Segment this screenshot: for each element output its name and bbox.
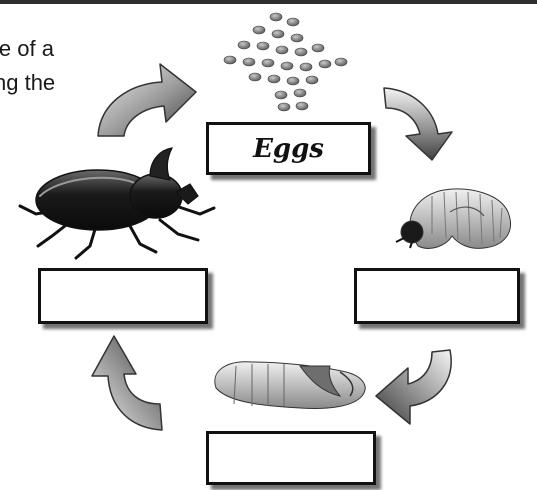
arrow-larva-to-pupa xyxy=(376,350,451,424)
larva-label-box[interactable] xyxy=(354,268,520,324)
egg-cluster-illustration xyxy=(224,13,347,111)
eggs-label-box: Eggs xyxy=(206,122,371,175)
pupa-label-box[interactable] xyxy=(206,431,376,485)
larva-illustration xyxy=(396,189,511,248)
arrow-adult-to-eggs xyxy=(98,64,196,136)
arrow-pupa-to-adult xyxy=(92,336,162,430)
beetle-illustration xyxy=(20,148,214,258)
pupa-illustration xyxy=(215,362,365,409)
eggs-label: Eggs xyxy=(253,134,324,164)
arrow-eggs-to-larva xyxy=(384,88,452,160)
adult-label-box[interactable] xyxy=(38,268,208,324)
